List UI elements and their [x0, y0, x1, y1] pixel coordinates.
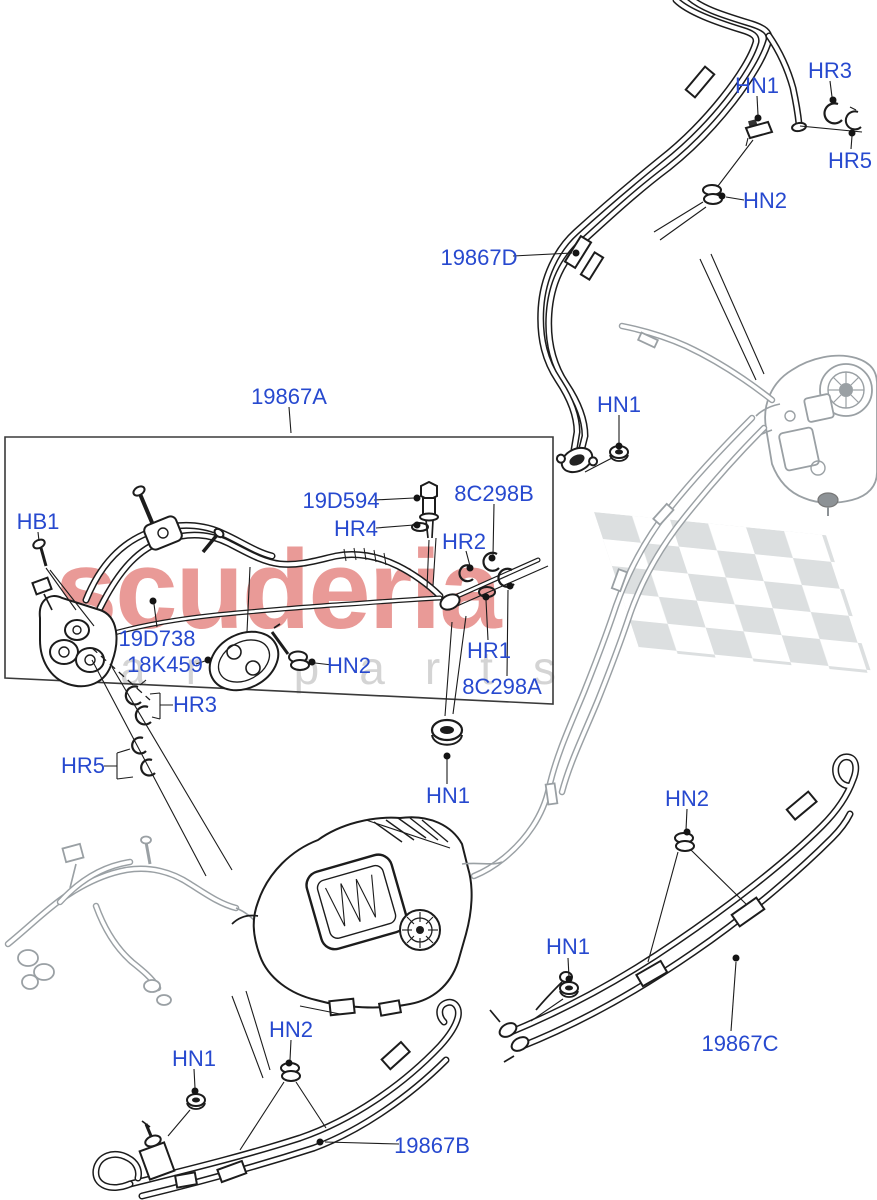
label-hn2-bottom-left: HN2	[269, 1017, 313, 1042]
label-hn2-right: HN2	[665, 786, 709, 811]
label-19867d: 19867D	[440, 245, 517, 270]
inbox-hose-assembly-drawing	[31, 480, 549, 701]
pipe-assembly-19867d-drawing	[537, 0, 863, 474]
rear-heater-unit-drawing	[741, 354, 877, 516]
part-labels: HN1 HR3 HR5 HN2 19867D HN1 19867A HB1 19…	[17, 58, 872, 1158]
front-heater-harness-gray-drawing	[4, 835, 259, 1006]
label-19d738: 19D738	[118, 626, 195, 651]
label-hr3-top: HR3	[808, 58, 852, 83]
label-19d594: 19D594	[302, 488, 379, 513]
label-hn1-bottom-right: HN1	[546, 934, 590, 959]
label-8c298a: 8C298A	[462, 674, 542, 699]
label-hr1: HR1	[467, 638, 511, 663]
below-box-parts-drawing	[104, 445, 629, 780]
leader-lines	[37, 80, 856, 1146]
pipe-assembly-19867b-drawing	[92, 998, 462, 1200]
label-hn1-top: HN1	[735, 73, 779, 98]
label-hr4: HR4	[334, 516, 378, 541]
label-19867a: 19867A	[251, 384, 327, 409]
label-hn1-bottom-left: HN1	[172, 1046, 216, 1071]
label-hr5-top: HR5	[828, 148, 872, 173]
label-hr3-lower: HR3	[173, 692, 217, 717]
hvac-unit-drawing	[231, 816, 503, 1017]
rear-heater-pipes-drawing	[470, 322, 776, 880]
label-18k459: 18K459	[127, 652, 203, 677]
label-8c298b: 8C298B	[454, 481, 534, 506]
label-hr2: HR2	[442, 529, 486, 554]
box-19867a	[4, 436, 554, 705]
label-hn1-center: HN1	[426, 783, 470, 808]
label-hn1-mid: HN1	[597, 392, 641, 417]
label-19867c: 19867C	[701, 1031, 778, 1056]
label-hn2-top: HN2	[743, 188, 787, 213]
label-hr5-lower: HR5	[61, 753, 105, 778]
label-19867b: 19867B	[394, 1133, 470, 1158]
label-hn2-inbox: HN2	[327, 653, 371, 678]
pipe-assembly-19867c-drawing	[489, 753, 860, 1063]
label-hb1: HB1	[17, 509, 60, 534]
